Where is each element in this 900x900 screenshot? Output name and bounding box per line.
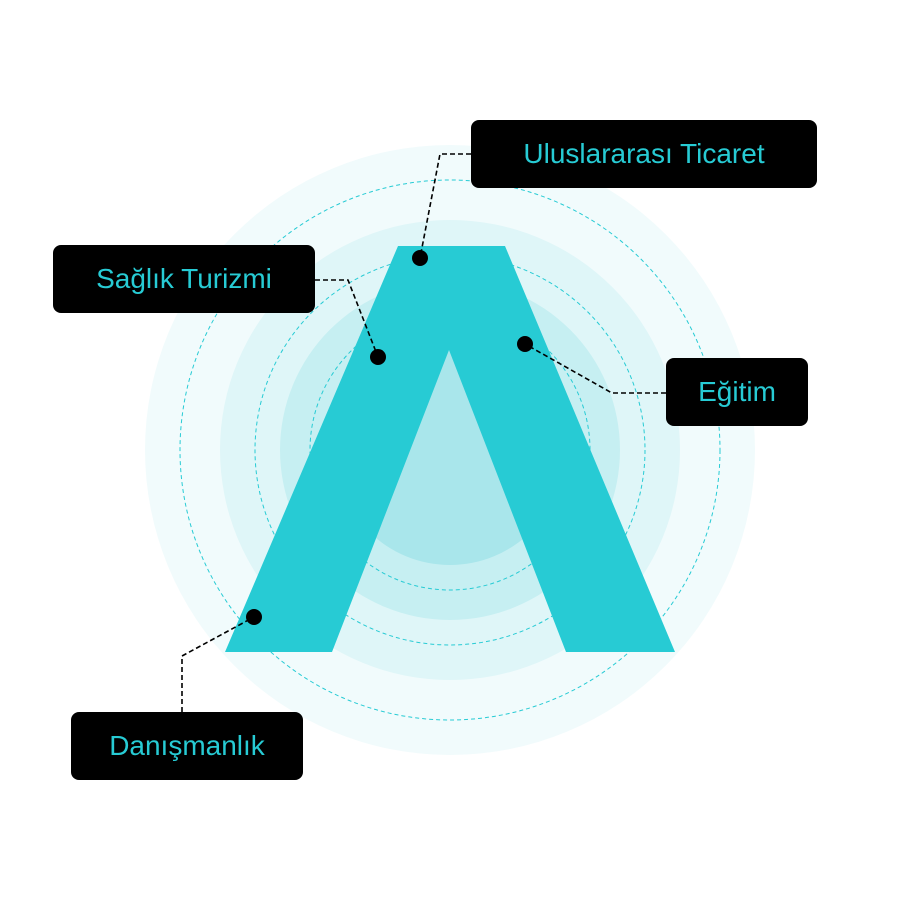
connector-danismanlik — [181, 616, 255, 712]
anchor-dot-ticaret — [412, 250, 428, 266]
connector-egitim — [524, 343, 666, 394]
connector-ticaret — [419, 153, 471, 259]
letter-a-logo — [225, 246, 675, 652]
dashed-ring-1 — [179, 179, 721, 721]
anchor-dot-saglik — [370, 349, 386, 365]
label-danismanlik: Danışmanlık — [71, 712, 303, 780]
label-uluslararasi-ticaret: Uluslararası Ticaret — [471, 120, 817, 188]
anchor-dot-danismanlik — [246, 609, 262, 625]
label-saglik-turizmi: Sağlık Turizmi — [53, 245, 315, 313]
label-egitim: Eğitim — [666, 358, 808, 426]
connector-saglik — [315, 279, 379, 358]
anchor-dot-egitim — [517, 336, 533, 352]
